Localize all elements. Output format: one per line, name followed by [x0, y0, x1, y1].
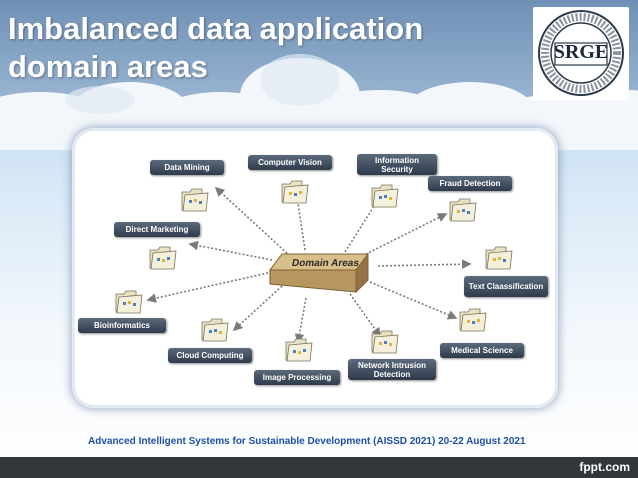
node-fraud-detection: Fraud Detection: [428, 176, 512, 191]
folder-icon-fraud-detection: [449, 198, 477, 222]
folder-icon-information-security: [371, 184, 399, 208]
node-information-security: Information Security: [357, 154, 437, 175]
arrow-cloud-computing: [232, 285, 283, 332]
domain-areas-hub: Domain Areas: [268, 250, 372, 298]
node-cloud-computing: Cloud Computing: [168, 348, 252, 363]
folder-icon-direct-marketing: [149, 246, 177, 270]
folder-icon-cloud-computing: [201, 318, 229, 342]
folder-icon-text-classification: [485, 246, 513, 270]
logo-seal-icon: [538, 10, 624, 96]
node-medical-science: Medical Science: [440, 343, 524, 358]
folder-icon-bioinformatics: [115, 290, 143, 314]
node-image-processing: Image Processing: [254, 370, 340, 385]
title-line-2: domain areas: [8, 49, 208, 84]
bottom-bar: fppt.com: [0, 457, 638, 478]
node-direct-marketing: Direct Marketing: [114, 222, 200, 237]
brand-label: fppt.com: [579, 460, 630, 474]
arrow-network-intrusion: [349, 293, 381, 338]
hub-box-icon: [269, 252, 369, 294]
node-bioinformatics: Bioinformatics: [78, 318, 166, 333]
arrow-bioinformatics: [146, 271, 273, 303]
srge-logo: SRGE: [533, 7, 629, 100]
arrow-image-processing: [294, 297, 307, 344]
folder-icon-data-mining: [181, 188, 209, 212]
folder-icon-computer-vision: [281, 180, 309, 204]
node-computer-vision: Computer Vision: [248, 155, 332, 170]
title-line-1: Imbalanced data application: [8, 11, 424, 46]
logo-text: SRGE: [553, 41, 609, 63]
arrow-text-classification: [377, 259, 472, 269]
arrow-data-mining: [214, 186, 291, 257]
conference-footer: Advanced Intelligent Systems for Sustain…: [88, 436, 526, 447]
node-network-intrusion: Network Intrusion Detection: [348, 359, 436, 380]
arrow-fraud-detection: [361, 213, 448, 257]
slide-title: Imbalanced data application domain areas: [8, 10, 508, 86]
arrow-direct-marketing: [188, 240, 273, 261]
folder-icon-image-processing: [285, 338, 313, 362]
folder-icon-network-intrusion: [371, 330, 399, 354]
arrow-medical-science: [369, 281, 458, 320]
node-text-classification: Text Claassification: [464, 276, 548, 297]
hub-label: Domain Areas: [291, 258, 360, 269]
folder-icon-medical-science: [459, 308, 487, 332]
node-data-mining: Data Mining: [150, 160, 224, 175]
